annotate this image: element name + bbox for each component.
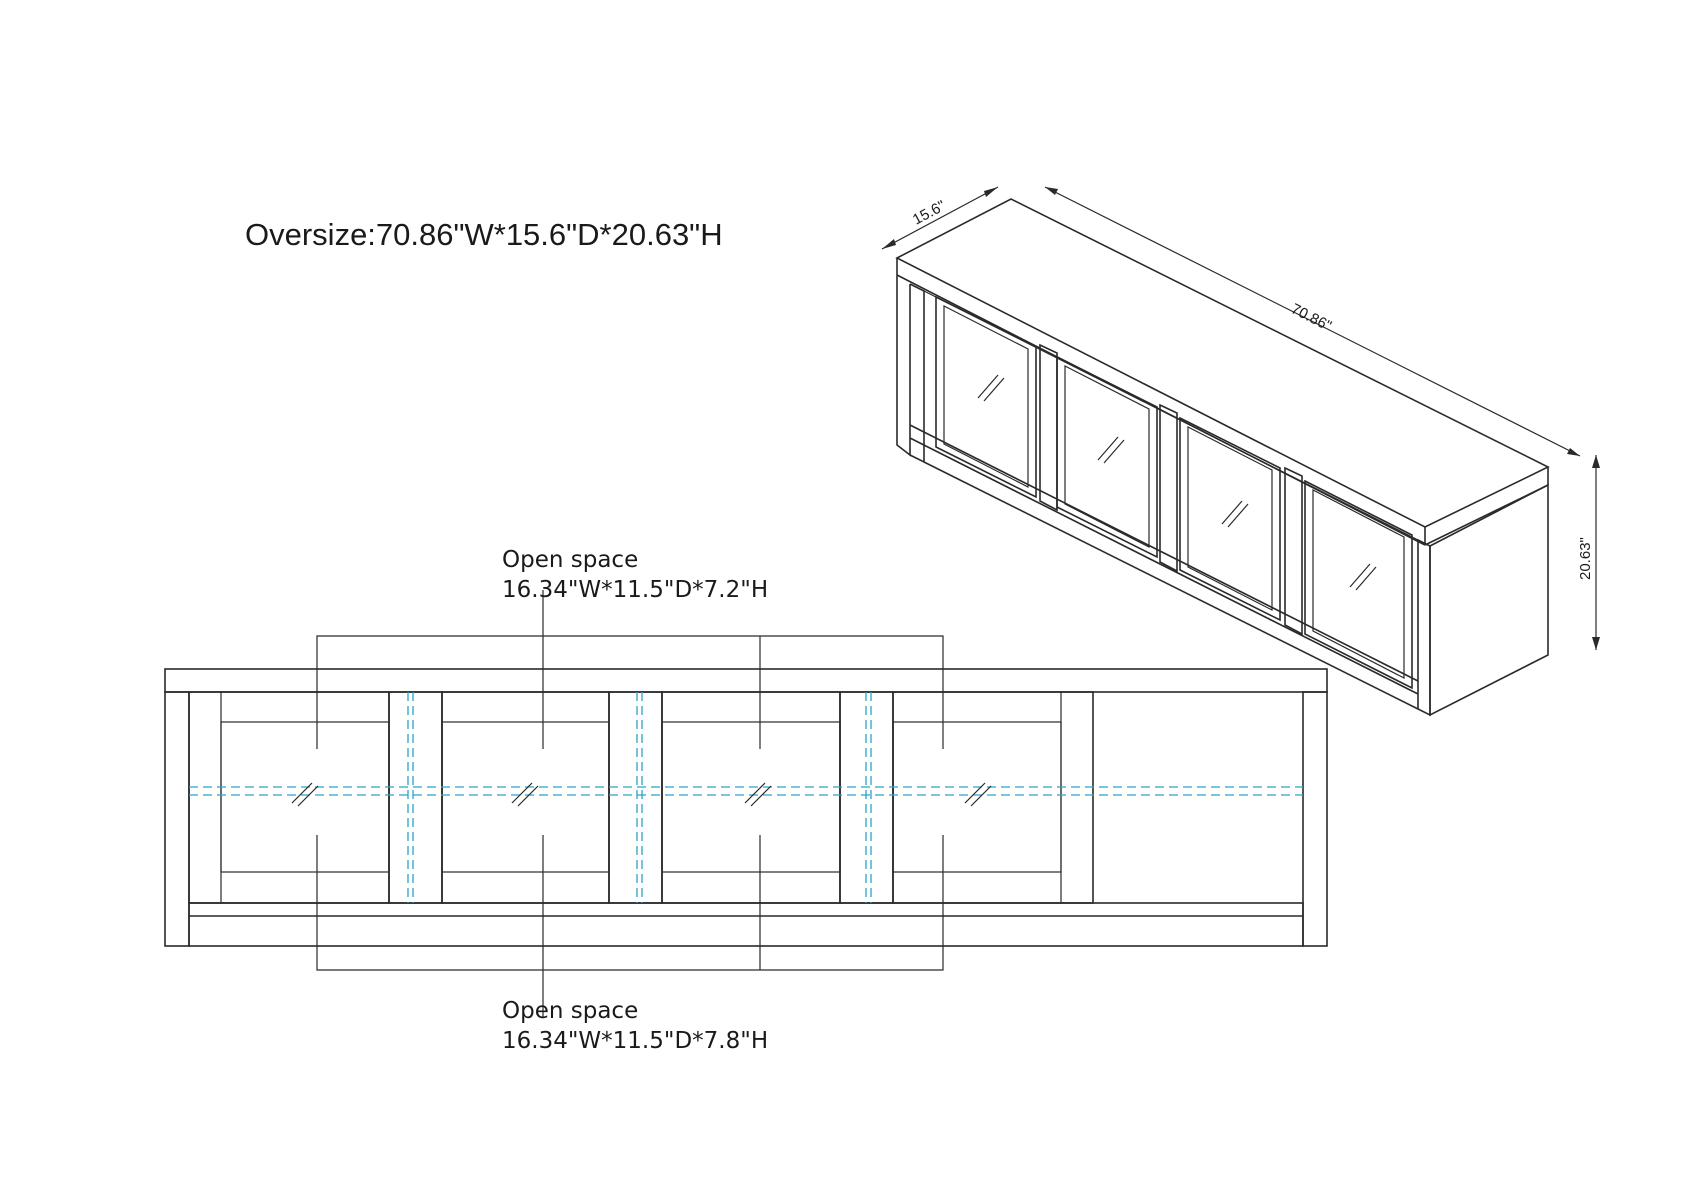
iso-door-3 — [1179, 416, 1281, 622]
top-callout-heading: Open space — [502, 547, 638, 573]
width-label: 70.86" — [1288, 300, 1334, 334]
height-arrow-end — [1592, 637, 1600, 650]
front-hidden-lines — [189, 692, 1303, 903]
iso-door-4 — [1304, 479, 1413, 690]
front-bottom-rail — [188, 902, 1304, 947]
front-divider-2 — [608, 691, 663, 904]
depth-dimension-line — [881, 186, 999, 250]
front-right-leg — [1302, 691, 1328, 947]
height-arrow-start — [1592, 455, 1600, 468]
oversize-title: Oversize:70.86"W*15.6"D*20.63"H — [245, 217, 723, 252]
width-arrow-end — [1567, 448, 1580, 456]
iso-bottom-rail-mid — [909, 437, 1419, 695]
front-elevation-view — [164, 590, 1328, 1017]
front-left-leg — [164, 691, 190, 947]
isometric-view: 15.6" 70.86" 20.63" — [881, 186, 1600, 717]
iso-bottom-rail-bottom — [923, 461, 1419, 710]
iso-left-leg-inner — [909, 283, 925, 464]
bottom-callout-heading: Open space — [502, 998, 638, 1024]
height-label: 20.63" — [1577, 537, 1594, 580]
front-door-1 — [188, 691, 390, 904]
iso-divider-2 — [1159, 403, 1178, 573]
iso-left-leg-outer — [896, 275, 911, 457]
front-top-panel — [164, 668, 1328, 693]
width-dimension-line — [1044, 186, 1581, 457]
top-callout-size: 16.34"W*11.5"D*7.2"H — [502, 577, 768, 603]
depth-arrow-start — [882, 239, 896, 249]
iso-right-leg-front — [1417, 538, 1431, 717]
bottom-callout-size: 16.34"W*11.5"D*7.8"H — [502, 1028, 768, 1054]
bottom-open-space-bracket — [316, 835, 944, 1017]
iso-door-1 — [935, 295, 1037, 499]
iso-divider-3 — [1284, 466, 1303, 636]
depth-arrow-end — [984, 187, 998, 197]
front-door-2 — [441, 691, 610, 904]
front-divider-1 — [388, 691, 443, 904]
top-open-space-bracket — [316, 590, 944, 749]
top-open-space-callout: Open space 16.34"W*11.5"D*7.2"H — [502, 547, 768, 603]
iso-right-side-panel — [1429, 483, 1549, 717]
iso-top-surface — [895, 198, 1550, 528]
bottom-open-space-callout: Open space 16.34"W*11.5"D*7.8"H — [502, 998, 768, 1054]
iso-door-2 — [1056, 355, 1158, 559]
width-arrow-start — [1045, 187, 1058, 195]
front-glass-marks — [291, 782, 992, 807]
front-door-4 — [892, 691, 1094, 904]
iso-divider-1 — [1039, 343, 1058, 512]
iso-glass-marks — [977, 374, 1377, 591]
iso-bottom-rail-top — [909, 424, 1419, 682]
